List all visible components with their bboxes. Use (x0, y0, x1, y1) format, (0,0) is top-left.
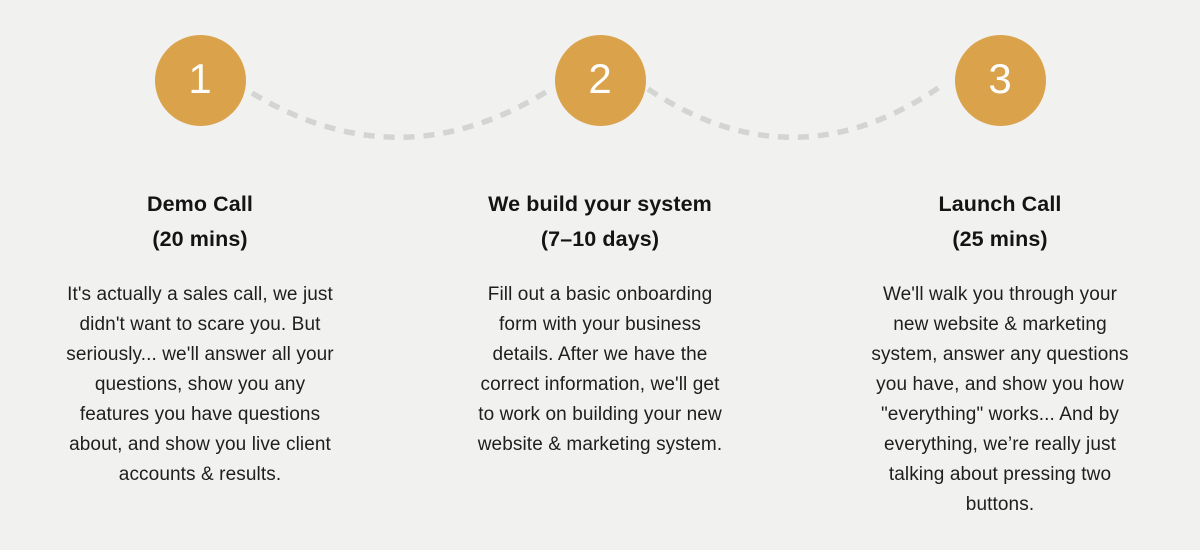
step-number-text: 1 (188, 55, 212, 102)
step-description: Fill out a basic onboarding form with yo… (477, 284, 723, 455)
step-number-badge-3: 3 (954, 35, 1046, 126)
step-title: Demo Call (20 mins) (146, 192, 254, 251)
step-title: We build your system (7–10 days) (488, 192, 712, 251)
step-launch-call: 3 Launch Call (25 mins) We'll walk you t… (800, 35, 1200, 550)
step-number-badge-1: 1 (154, 35, 246, 126)
step-number-text: 3 (988, 55, 1012, 102)
step-title: Launch Call (25 mins) (938, 192, 1062, 251)
step-number-badge-2: 2 (554, 35, 646, 126)
step-description: We'll walk you through your new website … (871, 284, 1129, 515)
step-demo-call: 1 Demo Call (20 mins) It's actually a sa… (0, 35, 400, 550)
step-description: It's actually a sales call, we just didn… (66, 284, 334, 485)
step-number-text: 2 (588, 55, 612, 102)
step-build-system: 2 We build your system (7–10 days) Fill … (400, 35, 800, 550)
